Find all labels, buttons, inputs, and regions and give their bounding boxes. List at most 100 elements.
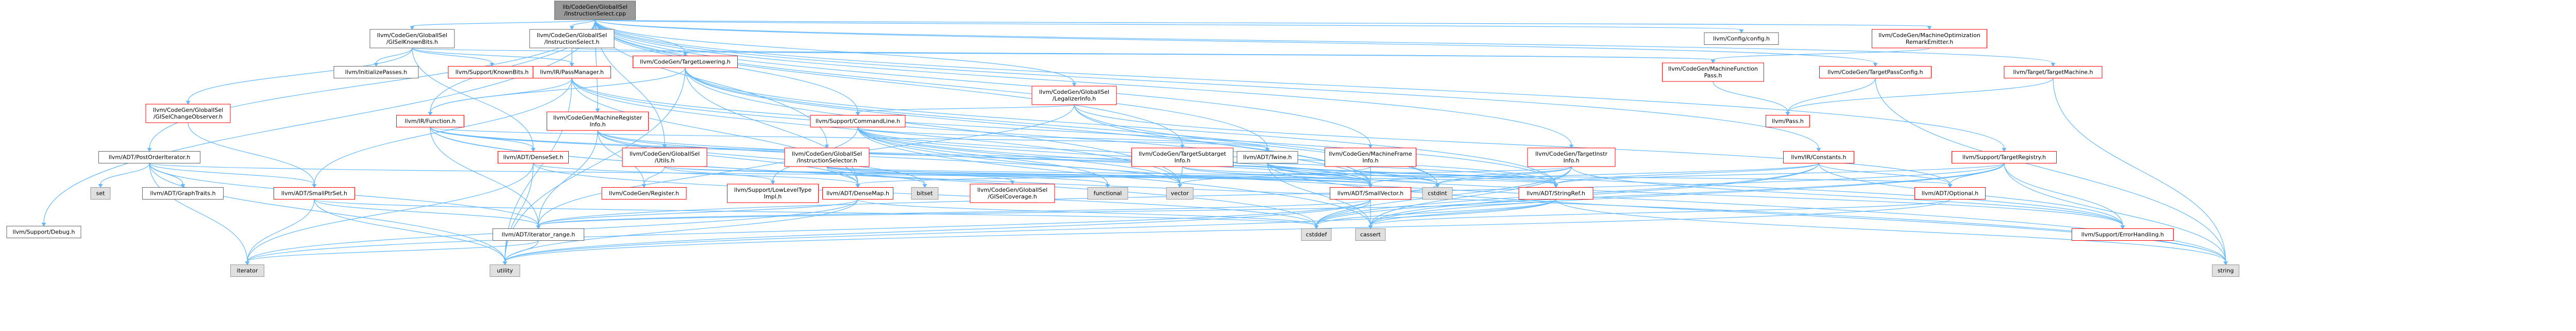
node-box-vector bbox=[1166, 187, 1194, 200]
node-targetmachine[interactable]: llvm/Target/TargetMachine.h bbox=[2004, 66, 2103, 78]
node-irfunction[interactable]: llvm/IR/Function.h bbox=[396, 115, 464, 127]
edge-knownbits-to-changeobserver bbox=[188, 47, 413, 102]
edge-targetinstrinfo-to-cassert bbox=[1370, 166, 1572, 226]
node-initpasses[interactable]: llvm/InitializePasses.h bbox=[333, 66, 419, 78]
node-box-commandline bbox=[810, 115, 906, 127]
node-label-isutils: llvm/CodeGen/GlobalISel bbox=[630, 151, 700, 157]
node-targetregistry[interactable]: llvm/Support/TargetRegistry.h bbox=[1952, 151, 2057, 163]
node-label-cgcoverage: llvm/CodeGen/GlobalISel bbox=[977, 187, 1047, 193]
edge-stringref-to-iteratorrange bbox=[538, 198, 1556, 226]
edge-arrowhead-isutils-to-cgregister bbox=[641, 184, 647, 188]
node-label-legalizerinfo: llvm/CodeGen/GlobalISel bbox=[1039, 89, 1109, 95]
node-label-twine: llvm/ADT/Twine.h bbox=[1243, 154, 1292, 161]
node-iteratorrange[interactable]: llvm/ADT/iterator_range.h bbox=[493, 228, 584, 241]
node-label-supportknownbits: llvm/Support/KnownBits.h bbox=[455, 69, 529, 76]
node-box-targetinstrinfo bbox=[1527, 147, 1616, 167]
node-config[interactable]: llvm/Config/config.h bbox=[1704, 32, 1779, 45]
edge-arrowhead-root-to-config bbox=[1739, 29, 1744, 34]
node-label-changeobserver: /GISelChangeObserver.h bbox=[154, 113, 223, 120]
edge-knownbits-to-denseset bbox=[412, 47, 534, 148]
node-cstddef[interactable]: cstddef bbox=[1301, 228, 1332, 241]
edge-targetlowering-to-vector bbox=[685, 68, 1180, 185]
edge-denseset-to-utility bbox=[504, 163, 534, 262]
edge-smallptrset-to-utility bbox=[314, 199, 505, 262]
node-label-cstddef: cstddef bbox=[1306, 231, 1328, 238]
node-irconstants[interactable]: llvm/IR/Constants.h bbox=[1783, 151, 1854, 163]
node-knownbits[interactable]: llvm/CodeGen/GlobalISel/GISelKnownBits.h bbox=[369, 29, 455, 48]
edge-isinstselector-to-densemap bbox=[826, 166, 858, 185]
edge-arrowhead-stringref-to-iteratorrange bbox=[536, 225, 541, 229]
node-cassert[interactable]: cassert bbox=[1355, 228, 1386, 241]
node-box-smallvector bbox=[1330, 187, 1411, 200]
node-box-irconstants bbox=[1783, 151, 1854, 163]
node-label-legalizerinfo: /LegalizerInfo.h bbox=[1053, 95, 1096, 102]
node-cstdint[interactable]: cstdint bbox=[1422, 187, 1453, 200]
node-pass[interactable]: llvm/Pass.h bbox=[1766, 115, 1810, 127]
edge-irconstants-to-cassert bbox=[1370, 163, 1819, 226]
node-functional[interactable]: functional bbox=[1087, 187, 1128, 200]
node-isinstselector[interactable]: llvm/CodeGen/GlobalISel/InstructionSelec… bbox=[784, 147, 870, 167]
edge-densemap-to-iteratorrange bbox=[538, 198, 858, 226]
node-twine[interactable]: llvm/ADT/Twine.h bbox=[1236, 151, 1298, 163]
node-supportknownbits[interactable]: llvm/Support/KnownBits.h bbox=[448, 66, 536, 78]
node-errorhandling[interactable]: llvm/Support/ErrorHandling.h bbox=[2072, 228, 2174, 241]
node-box-cstdint bbox=[1422, 187, 1453, 200]
edge-passmanager-to-smallvector bbox=[571, 78, 1371, 185]
node-densemap[interactable]: llvm/ADT/DenseMap.h bbox=[822, 187, 893, 200]
node-label-targetlowering: llvm/CodeGen/TargetLowering.h bbox=[640, 59, 731, 65]
node-cgregister[interactable]: llvm/CodeGen/Register.h bbox=[601, 187, 687, 200]
edge-arrowhead-targetregistry-to-optional bbox=[1947, 184, 1953, 188]
node-box-cgregister bbox=[601, 187, 687, 200]
node-isutils[interactable]: llvm/CodeGen/GlobalISel/Utils.h bbox=[622, 147, 707, 167]
node-vector[interactable]: vector bbox=[1166, 187, 1194, 200]
node-utility[interactable]: utility bbox=[489, 264, 520, 277]
node-denseset[interactable]: llvm/ADT/DenseSet.h bbox=[498, 151, 569, 163]
node-box-postorder bbox=[98, 151, 200, 163]
edge-legalizerinfo-to-cstdint bbox=[1074, 104, 1438, 185]
edge-passmanager-to-smallptrset bbox=[314, 78, 572, 185]
node-cgcoverage[interactable]: llvm/CodeGen/GlobalISel/GISelCoverage.h bbox=[970, 184, 1055, 203]
node-changeobserver[interactable]: llvm/CodeGen/GlobalISel/GISelChangeObser… bbox=[145, 104, 231, 123]
node-label-graphtraits: llvm/ADT/GraphTraits.h bbox=[150, 190, 215, 197]
node-set[interactable]: set bbox=[90, 187, 111, 200]
node-label-targetpassconfig: llvm/CodeGen/TargetPassConfig.h bbox=[1827, 69, 1923, 76]
node-label-lowleveltype: Impl.h bbox=[764, 193, 782, 200]
node-label-lowleveltype: llvm/Support/LowLevelType bbox=[734, 187, 811, 193]
edge-mreginfo-to-iteratorrange bbox=[538, 130, 598, 226]
node-instselect[interactable]: llvm/CodeGen/GlobalISel/InstructionSelec… bbox=[529, 29, 615, 48]
node-bitset[interactable]: bitset bbox=[911, 187, 939, 200]
edge-smallvector-to-utility bbox=[504, 199, 1371, 262]
edge-isutils-to-cgregister bbox=[643, 166, 665, 185]
node-string[interactable]: string bbox=[2212, 264, 2240, 277]
node-smallptrset[interactable]: llvm/ADT/SmallPtrSet.h bbox=[274, 187, 355, 200]
edge-root-to-knownbits bbox=[412, 19, 596, 27]
node-box-targetsubtarget bbox=[1131, 147, 1233, 167]
node-remarkemitter[interactable]: llvm/CodeGen/MachineOptimizationRemarkEm… bbox=[1872, 29, 1987, 48]
node-optional[interactable]: llvm/ADT/Optional.h bbox=[1914, 187, 1986, 200]
node-stringref[interactable]: llvm/ADT/StringRef.h bbox=[1518, 187, 1594, 200]
node-smallvector[interactable]: llvm/ADT/SmallVector.h bbox=[1330, 187, 1411, 200]
node-passmanager[interactable]: llvm/IR/PassManager.h bbox=[533, 66, 611, 78]
edge-arrowhead-root-to-knownbits bbox=[410, 26, 415, 30]
node-iterator[interactable]: iterator bbox=[230, 264, 264, 277]
node-postorder[interactable]: llvm/ADT/PostOrderIterator.h bbox=[98, 151, 200, 163]
node-graphtraits[interactable]: llvm/ADT/GraphTraits.h bbox=[142, 187, 224, 200]
node-label-set: set bbox=[96, 190, 105, 197]
node-targetpassconfig[interactable]: llvm/CodeGen/TargetPassConfig.h bbox=[1819, 66, 1931, 78]
node-legalizerinfo[interactable]: llvm/CodeGen/GlobalISel/LegalizerInfo.h bbox=[1031, 86, 1117, 105]
node-targetlowering[interactable]: llvm/CodeGen/TargetLowering.h bbox=[633, 56, 738, 68]
edge-arrowhead-isinstselector-to-functional bbox=[1105, 184, 1110, 188]
node-label-passmanager: llvm/IR/PassManager.h bbox=[540, 69, 604, 76]
node-label-root: lib/CodeGen/GlobalISel bbox=[563, 4, 628, 10]
node-commandline[interactable]: llvm/Support/CommandLine.h bbox=[810, 115, 906, 127]
node-supportdebug[interactable]: llvm/Support/Debug.h bbox=[6, 226, 81, 238]
node-label-targetsubtarget: llvm/CodeGen/TargetSubtarget bbox=[1139, 151, 1226, 157]
edge-twine-to-cassert bbox=[1267, 163, 1371, 226]
edge-optional-to-utility bbox=[504, 199, 1951, 262]
